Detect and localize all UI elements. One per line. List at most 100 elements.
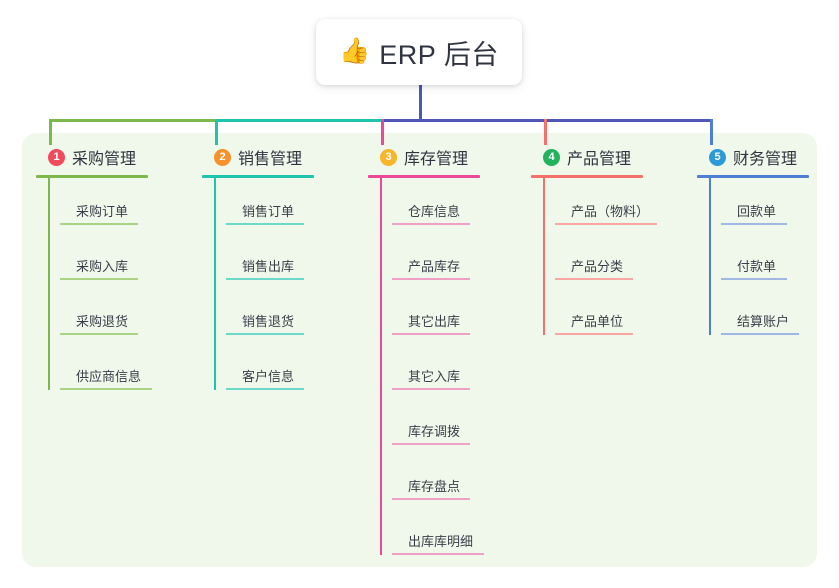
branch-number-badge: 1 xyxy=(48,148,65,166)
branch-item-underline xyxy=(555,333,633,335)
root-node-label: ERP 后台 xyxy=(379,39,499,70)
branch-item-label: 回款单 xyxy=(737,204,777,219)
branch-item-label: 付款单 xyxy=(737,259,777,274)
branch-item-label: 客户信息 xyxy=(242,369,295,384)
branch-item-label: 仓库信息 xyxy=(408,204,461,219)
branch-item[interactable]: 销售订单 xyxy=(214,178,314,233)
branch-underline xyxy=(36,175,148,178)
branch-item-underline xyxy=(555,278,633,280)
branch-header-4[interactable]: 4 产品管理 xyxy=(531,145,643,169)
branch-column-2: 2 销售管理销售订单销售出库销售退货客户信息 xyxy=(202,145,314,398)
branch-item[interactable]: 采购退货 xyxy=(48,288,148,343)
branch-item-underline xyxy=(721,333,799,335)
branch-item[interactable]: 回款单 xyxy=(709,178,809,233)
branch-item-label: 销售出库 xyxy=(242,259,295,274)
branch-item-label: 采购订单 xyxy=(76,204,129,219)
branch-item[interactable]: 销售出库 xyxy=(214,233,314,288)
branch-item-underline xyxy=(226,333,304,335)
branch-item[interactable]: 采购入库 xyxy=(48,233,148,288)
branch-item-label: 产品单位 xyxy=(571,314,624,329)
branch-item-underline xyxy=(721,278,787,280)
branch-item-label: 销售订单 xyxy=(242,204,295,219)
branch-item[interactable]: 销售退货 xyxy=(214,288,314,343)
branch-item[interactable]: 供应商信息 xyxy=(48,343,152,398)
branch-item-underline xyxy=(555,223,657,225)
branch-column-1: 1 采购管理采购订单采购入库采购退货供应商信息 xyxy=(36,145,152,398)
branch-item-label: 出库库明细 xyxy=(408,534,474,549)
branch-stub-4 xyxy=(544,119,547,145)
branch-item[interactable]: 其它出库 xyxy=(380,288,480,343)
branch-item-label: 产品分类 xyxy=(571,259,624,274)
branch-header-3[interactable]: 3 库存管理 xyxy=(368,145,480,169)
branch-item-list: 回款单付款单结算账户 xyxy=(697,178,809,343)
branch-item[interactable]: 结算账户 xyxy=(709,288,809,343)
branch-item-underline xyxy=(60,388,152,390)
branch-title: 库存管理 xyxy=(404,151,469,168)
branch-underline xyxy=(202,175,314,178)
branch-number-badge: 5 xyxy=(709,148,726,166)
bus-segment-3 xyxy=(381,119,713,122)
diagram-panel xyxy=(22,133,817,567)
branch-title: 产品管理 xyxy=(567,151,632,168)
branch-item[interactable]: 其它入库 xyxy=(380,343,480,398)
thumbs-up-icon: 👍 xyxy=(339,36,371,65)
branch-item-label: 其它出库 xyxy=(408,314,461,329)
branch-item-label: 采购退货 xyxy=(76,314,129,329)
branch-item-label: 销售退货 xyxy=(242,314,295,329)
branch-item-underline xyxy=(226,223,304,225)
branch-item[interactable]: 库存盘点 xyxy=(380,453,480,508)
branch-item-list: 采购订单采购入库采购退货供应商信息 xyxy=(36,178,152,398)
branch-item-label: 其它入库 xyxy=(408,369,461,384)
branch-underline xyxy=(531,175,643,178)
branch-title: 采购管理 xyxy=(72,151,137,168)
branch-item[interactable]: 库存调拨 xyxy=(380,398,480,453)
branch-column-4: 4 产品管理产品（物料） 产品分类产品单位 xyxy=(531,145,657,343)
branch-item[interactable]: 仓库信息 xyxy=(380,178,480,233)
root-node[interactable]: 👍 ERP 后台 xyxy=(316,19,522,85)
branch-item-label: 供应商信息 xyxy=(76,369,142,384)
branch-number-badge: 4 xyxy=(543,148,560,166)
branch-item-underline xyxy=(392,223,470,225)
bus-segment-2 xyxy=(215,119,381,122)
branch-item-label: 产品库存 xyxy=(408,259,461,274)
branch-item[interactable]: 付款单 xyxy=(709,233,809,288)
branch-spine xyxy=(214,178,216,390)
branch-item[interactable]: 产品单位 xyxy=(543,288,643,343)
branch-item-label: 产品（物料） xyxy=(571,204,650,219)
branch-item-underline xyxy=(60,278,138,280)
branch-spine xyxy=(380,178,382,555)
branch-item-underline xyxy=(392,333,470,335)
branch-title: 销售管理 xyxy=(238,151,303,168)
branch-item-label: 结算账户 xyxy=(737,314,790,329)
branch-item-underline xyxy=(226,278,304,280)
branch-header-2[interactable]: 2 销售管理 xyxy=(202,145,314,169)
branch-item[interactable]: 产品（物料） xyxy=(543,178,657,233)
branch-item-underline xyxy=(392,278,470,280)
branch-spine xyxy=(543,178,545,335)
branch-item-list: 销售订单销售出库销售退货客户信息 xyxy=(202,178,314,398)
branch-spine xyxy=(709,178,711,335)
branch-item-underline xyxy=(392,498,470,500)
branch-item[interactable]: 客户信息 xyxy=(214,343,314,398)
branch-item[interactable]: 产品分类 xyxy=(543,233,643,288)
branch-item[interactable]: 出库库明细 xyxy=(380,508,484,563)
branch-item-underline xyxy=(721,223,787,225)
branch-item[interactable]: 采购订单 xyxy=(48,178,148,233)
branch-number-badge: 2 xyxy=(214,148,231,166)
root-trunk-connector xyxy=(419,85,422,122)
branch-item-underline xyxy=(60,223,138,225)
branch-item-underline xyxy=(392,443,470,445)
branch-item-list: 仓库信息产品库存其它出库其它入库库存调拨库存盘点出库库明细 xyxy=(368,178,484,563)
branch-stub-5 xyxy=(710,119,713,145)
branch-header-1[interactable]: 1 采购管理 xyxy=(36,145,148,169)
branch-item-underline xyxy=(392,388,470,390)
branch-stub-1 xyxy=(49,119,52,145)
branch-number-badge: 3 xyxy=(380,148,397,166)
branch-underline xyxy=(368,175,480,178)
branch-item[interactable]: 产品库存 xyxy=(380,233,480,288)
branch-item-underline xyxy=(392,553,484,555)
branch-item-label: 采购入库 xyxy=(76,259,129,274)
